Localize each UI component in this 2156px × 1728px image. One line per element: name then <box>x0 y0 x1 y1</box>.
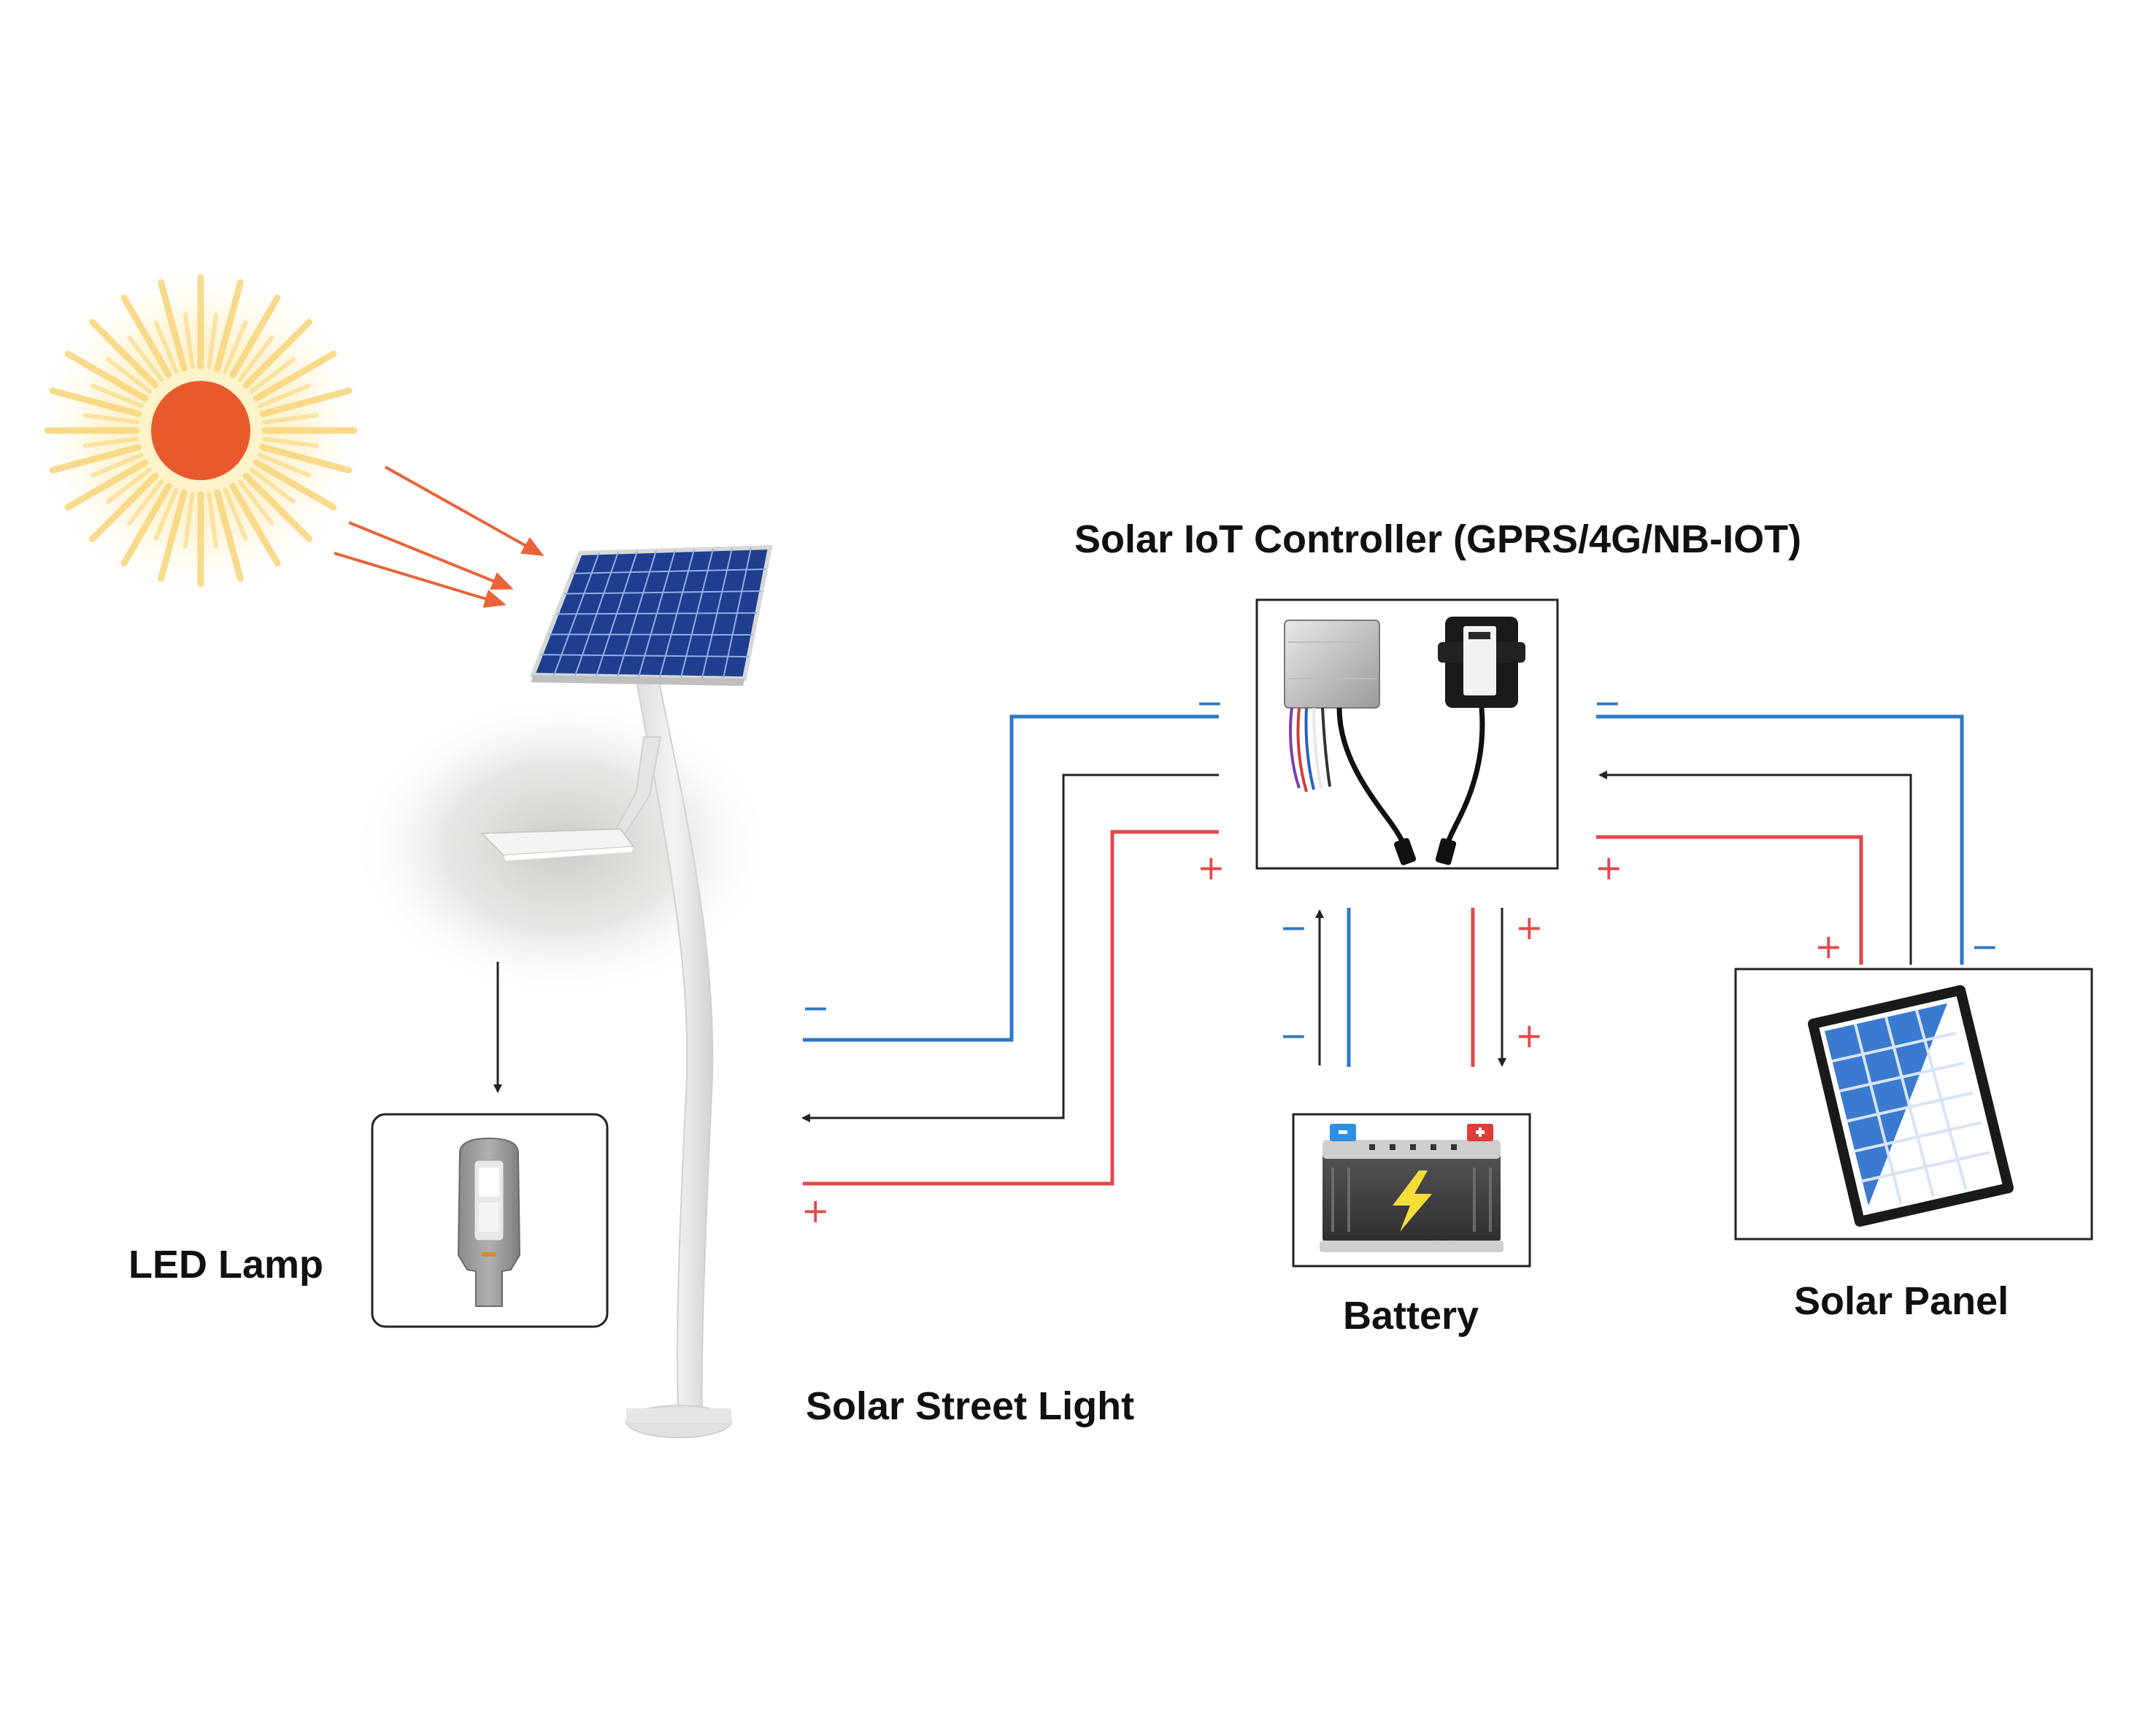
solar-panel-label: Solar Panel <box>1794 1279 2009 1323</box>
sun-ray <box>153 320 179 374</box>
panel-grid-line <box>1846 1091 1974 1123</box>
sun-ray <box>229 482 281 567</box>
negative-sign: − <box>1971 927 1999 966</box>
sun-ray <box>258 383 311 409</box>
panel-grid-line <box>572 568 766 574</box>
signal-wire <box>801 774 1219 1122</box>
street-light-label: Solar Street Light <box>806 1384 1135 1428</box>
positive-sign: + <box>1814 927 1843 966</box>
panel-grid-line <box>1839 1061 1965 1093</box>
iot-controller-icon <box>1284 617 1525 865</box>
sun-ray <box>89 319 159 389</box>
sun-ray <box>120 294 172 379</box>
sun-ray <box>262 413 319 425</box>
lightning-icon <box>1393 1170 1432 1232</box>
sun-ray <box>120 482 172 567</box>
sun-ray <box>207 492 218 549</box>
sun-ray <box>259 387 353 417</box>
panel-grid-line <box>564 590 762 595</box>
sun-ray <box>49 444 142 474</box>
sun-ray <box>253 350 337 402</box>
sun-ray <box>223 320 248 374</box>
street-light-pole-icon <box>480 671 732 1438</box>
sun-ray <box>237 479 274 525</box>
wires-solar-panel <box>1596 714 1964 965</box>
positive-sign: + <box>1595 848 1623 887</box>
sun-ray <box>253 459 337 511</box>
sun-ray <box>229 294 281 379</box>
sun-ray <box>64 459 149 511</box>
sun-ray <box>214 489 244 582</box>
sunlight-arrow <box>385 466 544 556</box>
sun-ray <box>91 452 144 478</box>
sun-ray <box>259 444 353 474</box>
sun-ray <box>158 489 188 582</box>
sun-ray <box>158 279 188 372</box>
negative-wire <box>1596 714 1964 965</box>
led-lamp-icon <box>457 1137 521 1307</box>
sun-ray <box>262 436 319 448</box>
positive-sign: + <box>1515 1016 1544 1055</box>
wires-battery <box>1315 908 1506 1067</box>
sunlight-arrow <box>334 552 507 608</box>
sun-ray <box>183 312 195 369</box>
battery-label: Battery <box>1343 1294 1479 1338</box>
panel-grid-line <box>1853 1121 1982 1153</box>
positive-wire <box>803 830 1219 1186</box>
negative-sign: − <box>1593 683 1622 722</box>
sun-ray <box>106 467 153 504</box>
sun-ray <box>91 383 144 409</box>
positive-wire <box>1596 835 1863 965</box>
sun-ray <box>249 467 296 504</box>
positive-sign: + <box>1515 908 1544 947</box>
panel-grid-line <box>1860 1151 1990 1183</box>
sun-ray <box>207 312 218 369</box>
negative-sign: − <box>1196 683 1224 722</box>
negative-sign: − <box>1279 1016 1308 1055</box>
wires-street-light <box>801 714 1219 1186</box>
sun-ray <box>242 319 312 389</box>
controller-label: Solar IoT Controller (GPRS/4G/NB-IOT) <box>1074 517 1802 561</box>
sun-ray <box>64 350 149 402</box>
sun-ray <box>82 413 139 425</box>
pole-solar-panel-icon <box>529 544 773 686</box>
sunlight-arrow <box>348 521 514 590</box>
led-lamp-label: LED Lamp <box>128 1243 324 1287</box>
positive-sign: + <box>1197 848 1225 887</box>
sun-ray <box>49 387 142 417</box>
sun-ray <box>153 487 179 541</box>
sun-ray <box>249 357 296 394</box>
sun-ray <box>214 279 244 372</box>
negative-sign: − <box>1279 908 1308 947</box>
sun-ray <box>106 357 153 394</box>
sun-icon <box>26 255 376 606</box>
panel-grid-line <box>548 633 753 636</box>
sun-ray <box>183 492 195 549</box>
sun-ray <box>82 436 139 448</box>
panel-grid-line <box>1831 1031 1957 1063</box>
panel-grid-line <box>556 612 758 615</box>
sun-ray <box>258 452 311 478</box>
sun-ray <box>127 336 164 382</box>
sun-ray <box>237 336 274 382</box>
negative-wire <box>803 714 1219 1042</box>
sun-ray <box>223 487 248 541</box>
signal-wire <box>1598 771 1912 965</box>
sun-ray <box>242 472 312 542</box>
panel-grid-line <box>540 654 749 657</box>
solar-panel-icon <box>1808 985 2014 1227</box>
sunlight-arrows <box>334 466 544 608</box>
battery-icon <box>1320 1124 1504 1252</box>
sun-ray <box>89 472 159 542</box>
sun-ray <box>127 479 164 525</box>
negative-sign: − <box>801 988 830 1027</box>
positive-sign: + <box>801 1191 830 1230</box>
